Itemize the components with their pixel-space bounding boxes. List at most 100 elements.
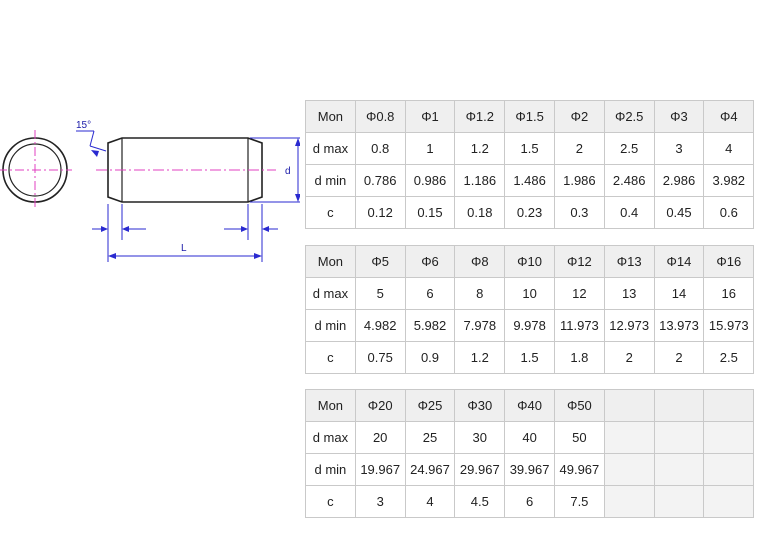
empty-cell <box>653 421 705 454</box>
value-cell: 3.982 <box>703 164 755 197</box>
angle-label: 15° <box>76 120 91 131</box>
left-chamfer-arrow-inner <box>122 226 129 232</box>
value-cell: 1.5 <box>504 132 555 165</box>
value-cell: 1.986 <box>553 164 605 197</box>
value-cell: 20 <box>354 421 406 454</box>
value-cell: 2 <box>603 341 655 374</box>
angle-callout: 15° <box>76 120 107 157</box>
value-cell: 8 <box>454 277 506 310</box>
length-dimension: L <box>108 243 262 259</box>
value-cell: Φ10 <box>504 245 555 278</box>
value-cell: Φ16 <box>703 245 755 278</box>
row-label-cell: d min <box>305 164 356 197</box>
value-cell: 30 <box>454 421 506 454</box>
value-cell: 1.5 <box>504 341 555 374</box>
diameter-dimension: d <box>250 137 300 203</box>
value-cell: 25 <box>404 421 456 454</box>
value-cell: 2.5 <box>603 132 655 165</box>
diameter-arrow-top <box>295 138 300 146</box>
empty-cell <box>653 485 705 518</box>
angle-reference-line <box>89 145 107 152</box>
angle-leader-line <box>89 130 95 147</box>
value-cell: 9.978 <box>504 309 555 342</box>
value-cell: 13.973 <box>653 309 705 342</box>
value-cell: 0.6 <box>703 196 755 229</box>
value-cell: 7.5 <box>553 485 605 518</box>
value-cell: 2.986 <box>653 164 705 197</box>
value-cell: 16 <box>703 277 755 310</box>
value-cell: 1.186 <box>454 164 506 197</box>
value-cell: 0.12 <box>354 196 406 229</box>
empty-cell <box>703 389 755 422</box>
value-cell: Φ2.5 <box>603 100 655 133</box>
value-cell: 11.973 <box>553 309 605 342</box>
diameter-arrow-bottom <box>295 194 300 202</box>
empty-cell <box>603 453 655 486</box>
value-cell: 7.978 <box>454 309 506 342</box>
value-cell: Φ1.5 <box>504 100 555 133</box>
value-cell: Φ12 <box>553 245 605 278</box>
empty-cell <box>603 421 655 454</box>
value-cell: 4.5 <box>454 485 506 518</box>
end-view <box>0 130 72 210</box>
pin-technical-drawing: 15° d L <box>0 120 300 262</box>
value-cell: 2.5 <box>703 341 755 374</box>
value-cell: 1.486 <box>504 164 555 197</box>
value-cell: 0.9 <box>404 341 456 374</box>
row-label-cell: Mon <box>305 100 356 133</box>
length-arrow-left <box>108 253 116 259</box>
value-cell: 5 <box>354 277 406 310</box>
value-cell: 13 <box>603 277 655 310</box>
value-cell: Φ40 <box>504 389 555 422</box>
value-cell: 2 <box>653 341 705 374</box>
value-cell: 4 <box>703 132 755 165</box>
value-cell: 1.2 <box>454 132 506 165</box>
row-label-cell: d max <box>305 421 356 454</box>
value-cell: 1.2 <box>454 341 506 374</box>
value-cell: 2 <box>553 132 605 165</box>
empty-cell <box>653 453 705 486</box>
value-cell: Φ25 <box>404 389 456 422</box>
value-cell: 3 <box>653 132 705 165</box>
value-cell: Φ2 <box>553 100 605 133</box>
value-cell: Φ14 <box>653 245 705 278</box>
value-cell: 0.45 <box>653 196 705 229</box>
value-cell: 29.967 <box>454 453 506 486</box>
value-cell: 24.967 <box>404 453 456 486</box>
row-label-cell: d max <box>305 132 356 165</box>
value-cell: 14 <box>653 277 705 310</box>
empty-cell <box>653 389 705 422</box>
length-arrow-right <box>254 253 262 259</box>
value-cell: Φ4 <box>703 100 755 133</box>
left-chamfer-arrow-outer <box>101 226 108 232</box>
chamfer-dimensions <box>92 204 278 262</box>
value-cell: 6 <box>504 485 555 518</box>
value-cell: 5.982 <box>404 309 456 342</box>
value-cell: 4 <box>404 485 456 518</box>
value-cell: Φ1.2 <box>454 100 506 133</box>
value-cell: Φ8 <box>454 245 506 278</box>
value-cell: Φ30 <box>454 389 506 422</box>
side-view <box>96 137 276 203</box>
right-chamfer-arrow-outer <box>262 226 269 232</box>
value-cell: 40 <box>504 421 555 454</box>
value-cell: 0.786 <box>354 164 406 197</box>
value-cell: 50 <box>553 421 605 454</box>
value-cell: 1 <box>404 132 456 165</box>
row-label-cell: Mon <box>305 245 356 278</box>
value-cell: 0.8 <box>354 132 406 165</box>
right-chamfer-arrow-inner <box>241 226 248 232</box>
empty-cell <box>703 453 755 486</box>
